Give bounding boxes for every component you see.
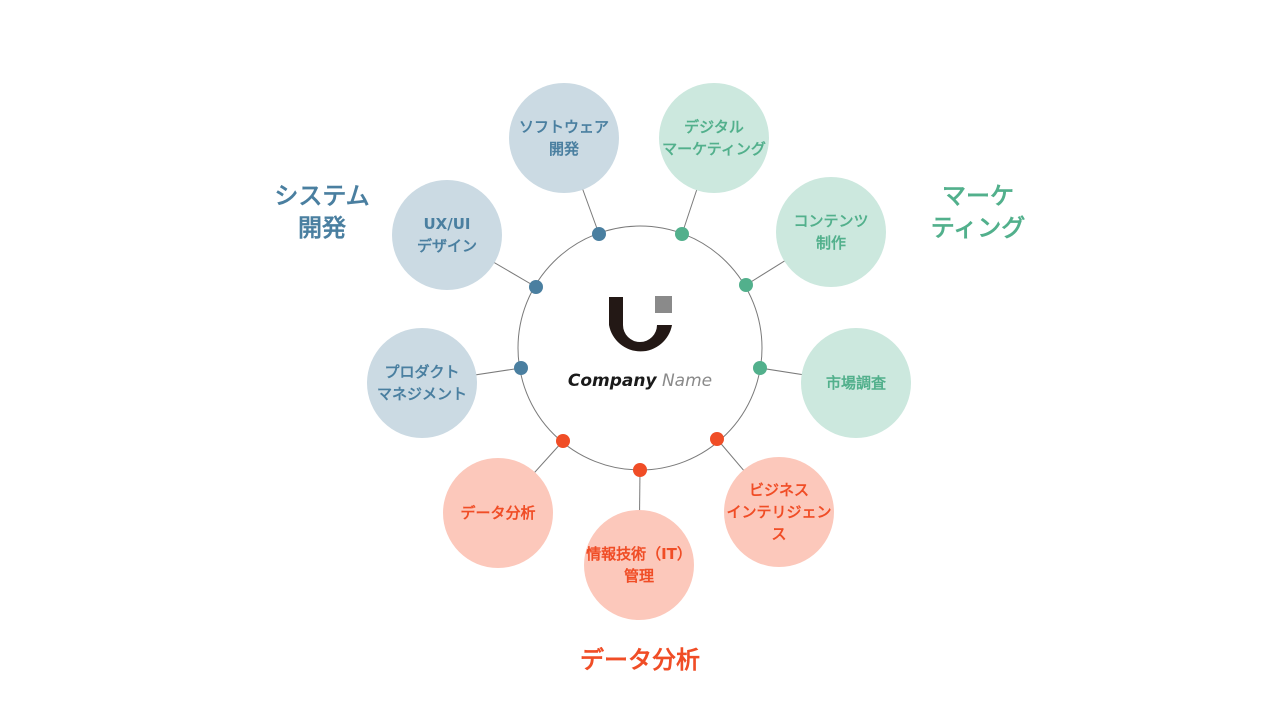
node-circle-it-management — [584, 510, 694, 620]
node-label-it-management: 情報技術（IT） 管理 — [586, 545, 692, 585]
node-circle-content-production — [776, 177, 886, 287]
ring-dot-digital-marketing — [675, 227, 689, 241]
node-circle-data-analysis — [443, 458, 553, 568]
group-label-data-analysis: データ分析 — [580, 646, 700, 674]
node-circle-ux-ui-design — [392, 180, 502, 290]
node-label-software-dev: ソフトウェア 開発 — [518, 118, 609, 158]
node-label-product-management: プロダクト マネジメント — [376, 363, 467, 403]
node-circle-digital-marketing — [659, 83, 769, 193]
ring-dot-content-production — [739, 278, 753, 292]
node-label-digital-marketing: デジタル マーケティング — [662, 118, 766, 158]
company-logo-icon — [609, 296, 672, 352]
group-label-system: システム 開発 — [274, 182, 370, 242]
ring-dot-ux-ui-design — [529, 280, 543, 294]
node-label-business-intelligence: ビジネス インテリジェンス — [726, 481, 832, 543]
node-circle-market-research — [801, 328, 911, 438]
ring-dot-data-analysis — [556, 434, 570, 448]
group-label-marketing: マーケ ティング — [930, 182, 1026, 242]
node-circle-business-intelligence — [724, 457, 834, 567]
node-label-content-production: コンテンツ 制作 — [793, 212, 869, 252]
node-label-data-analysis: データ分析 — [460, 504, 536, 522]
node-label-market-research: 市場調査 — [825, 374, 886, 392]
node-circle-product-management — [367, 328, 477, 438]
company-name-name: Name — [661, 371, 713, 391]
node-label-ux-ui-design: UX/UI デザイン — [416, 215, 477, 255]
ring-dot-layer — [514, 227, 767, 477]
company-name: Company Name — [540, 371, 740, 391]
ring-dot-business-intelligence — [710, 432, 724, 446]
ring-dot-market-research — [753, 361, 767, 375]
node-circle-software-dev — [509, 83, 619, 193]
ring-dot-software-dev — [592, 227, 606, 241]
node-circle-layer — [367, 83, 911, 620]
ring-dot-product-management — [514, 361, 528, 375]
ring-dot-it-management — [633, 463, 647, 477]
company-name-company: Company — [567, 371, 657, 391]
